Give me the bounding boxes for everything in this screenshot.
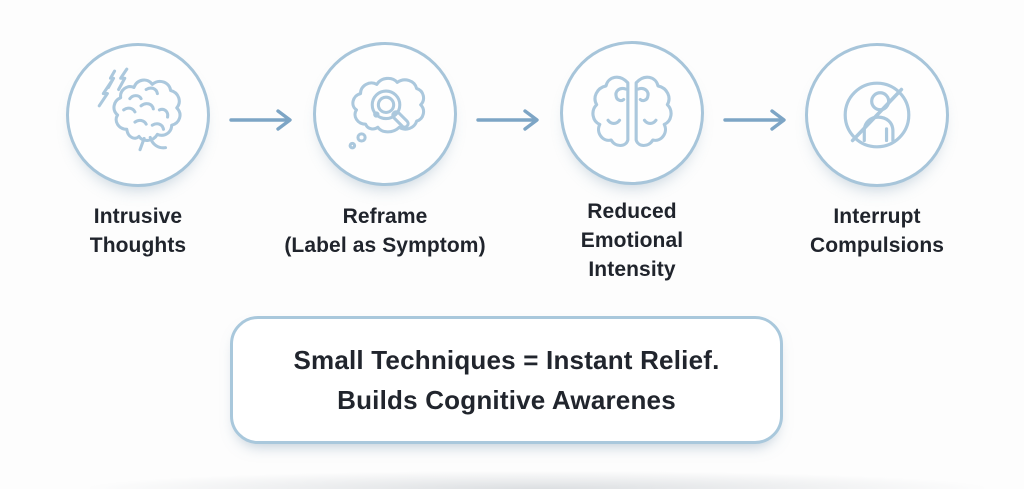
step-label-reframe: Reframe (Label as Symptom) xyxy=(255,202,515,260)
brain-lightning-icon xyxy=(97,67,182,152)
step-circle-intrusive-thoughts xyxy=(66,43,210,187)
arrow-right-icon xyxy=(476,109,539,131)
step-circle-interrupt-compulsions xyxy=(805,43,949,187)
step-label-line: (Label as Symptom) xyxy=(284,234,486,257)
arrow-right-icon xyxy=(723,109,786,131)
step-label-line: Emotional xyxy=(580,229,684,252)
step-circle-reframe xyxy=(313,42,457,186)
summary-box: Small Techniques = Instant Relief. Build… xyxy=(230,316,783,444)
step-label-line: Reduced xyxy=(587,200,677,223)
step-label-reduced-intensity: Reduced Emotional Intensity xyxy=(522,197,742,284)
split-brain-icon xyxy=(591,75,673,148)
step-circle-reduced-intensity xyxy=(560,41,704,185)
arrow-right-icon xyxy=(229,109,292,131)
summary-line: Small Techniques = Instant Relief. xyxy=(293,345,720,375)
step-label-interrupt-compulsions: Interrupt Compulsions xyxy=(767,202,987,260)
step-label-line: Intensity xyxy=(588,258,676,281)
step-label-line: Intrusive xyxy=(93,205,183,228)
summary-line: Builds Cognitive Awarenes xyxy=(337,385,676,415)
thought-bubble-magnifier-icon xyxy=(348,76,426,150)
no-person-icon xyxy=(843,81,911,149)
step-label-intrusive-thoughts: Intrusive Thoughts xyxy=(28,202,248,260)
step-label-line: Compulsions xyxy=(809,234,945,257)
step-label-line: Thoughts xyxy=(89,234,187,257)
step-label-line: Reframe xyxy=(342,205,428,228)
step-label-line: Interrupt xyxy=(833,205,921,228)
